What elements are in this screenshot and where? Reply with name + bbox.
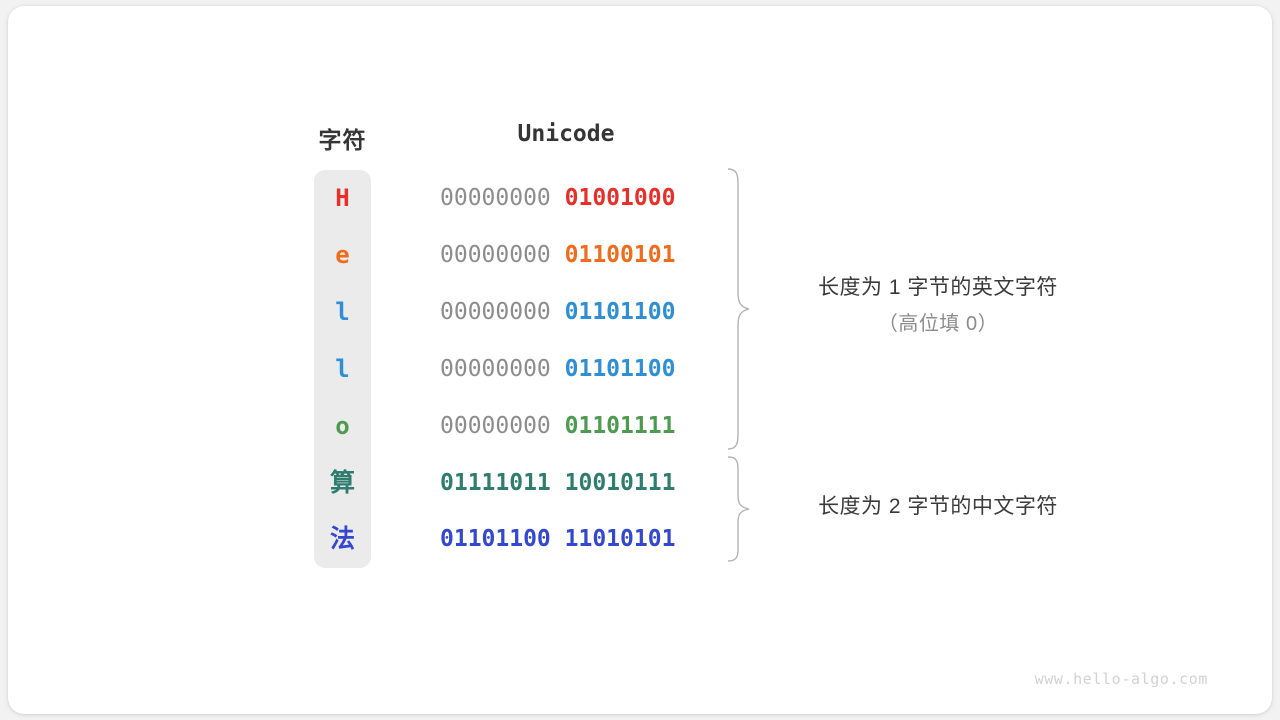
row-low-byte: 01001000 xyxy=(564,185,676,211)
row-high-byte: 00000000 xyxy=(440,242,551,268)
annotation-single-byte-line1: 长度为 1 字节的英文字符 xyxy=(818,276,1058,299)
row-character: 算 xyxy=(329,468,355,497)
byte-separator xyxy=(551,299,565,325)
annotation-double-byte-line1: 长度为 2 字节的中文字符 xyxy=(818,495,1058,518)
row-character: 法 xyxy=(329,524,355,553)
row-unicode-bits: 00000000 01101100 xyxy=(440,295,675,329)
row-low-byte: 01101100 xyxy=(564,356,676,382)
row-low-byte: 10010111 xyxy=(564,470,676,496)
character-column-background xyxy=(314,170,371,568)
row-character: o xyxy=(335,412,350,440)
row-high-byte: 00000000 xyxy=(440,185,551,211)
byte-separator xyxy=(551,356,565,382)
row-unicode-bits: 00000000 01001000 xyxy=(440,181,675,215)
row-high-byte: 01101100 xyxy=(440,526,551,552)
column-header-unicode: Unicode xyxy=(517,121,615,147)
annotation-single-byte: 长度为 1 字节的英文字符 （高位填 0） xyxy=(778,270,1098,342)
encoding-row: 法 01101100 11010101 xyxy=(314,522,694,556)
row-unicode-bits: 00000000 01101100 xyxy=(440,352,675,386)
byte-separator xyxy=(551,185,565,211)
annotation-single-byte-line2: （高位填 0） xyxy=(877,313,999,335)
encoding-row: l 00000000 01101100 xyxy=(314,295,694,329)
row-low-byte: 01101100 xyxy=(564,299,676,325)
encoding-row: e 00000000 01100101 xyxy=(314,238,694,272)
encoding-row: l 00000000 01101100 xyxy=(314,352,694,386)
row-low-byte: 01100101 xyxy=(564,242,676,268)
byte-separator xyxy=(551,242,565,268)
row-low-byte: 11010101 xyxy=(564,526,676,552)
brace-double-byte xyxy=(727,456,750,562)
row-character: l xyxy=(335,298,350,326)
row-unicode-bits: 00000000 01100101 xyxy=(440,238,675,272)
byte-separator xyxy=(551,470,565,496)
row-unicode-bits: 01101100 11010101 xyxy=(440,522,675,556)
encoding-row: o 00000000 01101111 xyxy=(314,409,694,443)
row-low-byte: 01101111 xyxy=(564,413,676,439)
column-header-character: 字符 xyxy=(318,127,367,153)
encoding-row: 算 01111011 10010111 xyxy=(314,466,694,500)
row-high-byte: 01111011 xyxy=(440,470,551,496)
row-unicode-bits: 01111011 10010111 xyxy=(440,466,675,500)
row-character: H xyxy=(335,184,350,212)
byte-separator xyxy=(551,526,565,552)
encoding-row: H 00000000 01001000 xyxy=(314,181,694,215)
watermark: www.hello-algo.com xyxy=(1034,670,1208,688)
byte-separator xyxy=(551,413,565,439)
row-character: l xyxy=(335,355,350,383)
row-high-byte: 00000000 xyxy=(440,356,551,382)
row-high-byte: 00000000 xyxy=(440,299,551,325)
brace-single-byte xyxy=(727,168,750,450)
diagram-card: 字符 Unicode H 00000000 01001000 e 00000000 0… xyxy=(8,6,1272,714)
annotation-double-byte: 长度为 2 字节的中文字符 xyxy=(778,489,1098,525)
row-character: e xyxy=(335,241,350,269)
row-unicode-bits: 00000000 01101111 xyxy=(440,409,675,443)
row-high-byte: 00000000 xyxy=(440,413,551,439)
